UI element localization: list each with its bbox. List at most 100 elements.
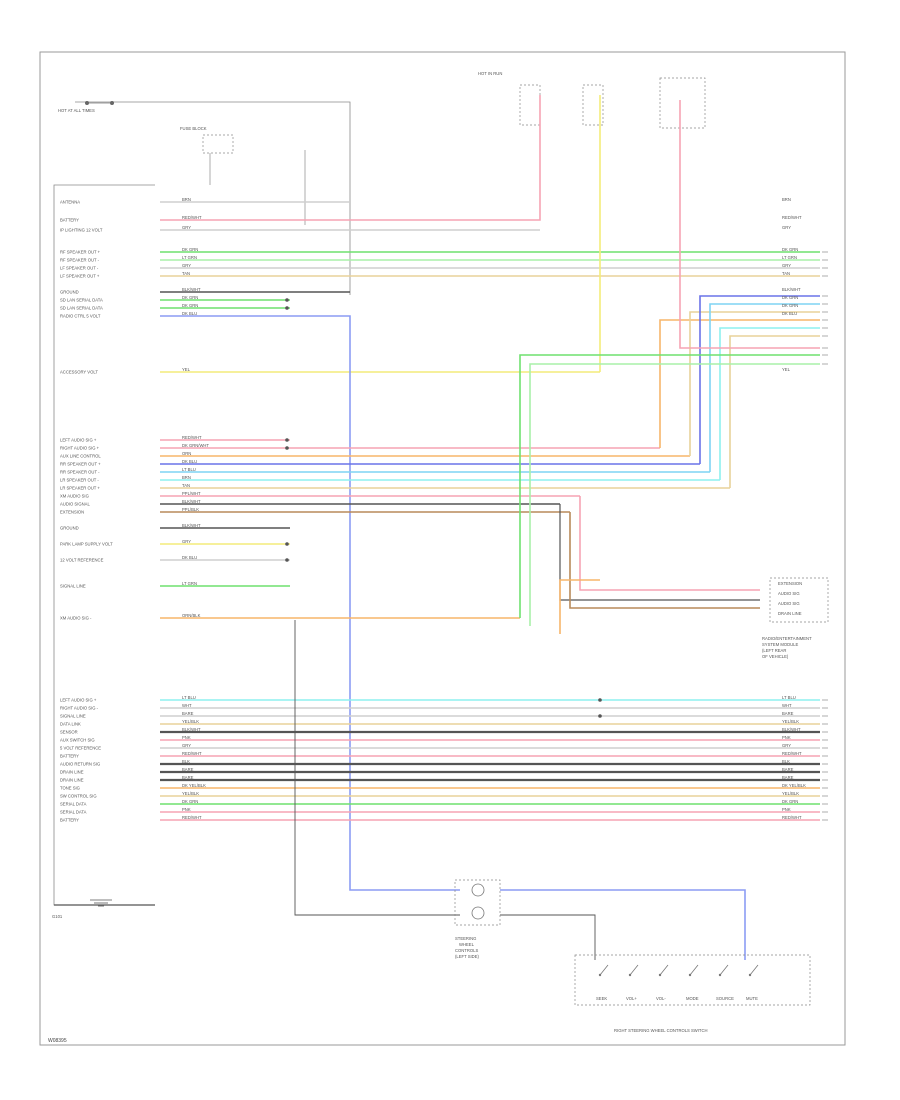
pin-label-b: RR SPEAKER OUT + <box>60 462 101 467</box>
pin-label-a: SD LAN SERIAL DATA <box>60 298 103 303</box>
switch-contact <box>629 964 639 976</box>
wire-lr-plus <box>729 335 820 488</box>
pin-label-a: BATTERY <box>60 218 79 223</box>
pin-label-a: ACCESSORY VOLT <box>60 370 98 375</box>
wire-code-b: ORN <box>182 451 191 456</box>
wire-radio-ctrl <box>340 315 460 891</box>
switch-label: SEEK <box>596 996 607 1001</box>
right-module-line-3: (LEFT REAR <box>762 648 786 653</box>
block-label-hot-at-all-times: HOT AT ALL TIMES <box>58 108 95 113</box>
pin-label-b: RR SPEAKER OUT - <box>60 470 100 475</box>
pin-label-b: EXTENSION <box>60 510 84 515</box>
figure-id: W08395 <box>48 1038 67 1044</box>
wire-code-c: RED/WHT <box>182 815 202 820</box>
splice-dot <box>285 306 289 310</box>
wire-code-c: YEL/BLK <box>182 719 199 724</box>
pin-label-a: RF SPEAKER OUT + <box>60 250 101 255</box>
wire-code-b: LT GRN <box>182 581 197 586</box>
pin-label-a: RADIO CTRL 5 VOLT <box>60 314 101 319</box>
wire-code-a: BRN <box>182 197 191 202</box>
pin-label-a: LF SPEAKER OUT - <box>60 266 99 271</box>
wire-extension <box>569 512 760 609</box>
right-module-line-4: OF VEHICLE) <box>762 654 789 659</box>
pin-label-b: 12 VOLT REFERENCE <box>60 558 104 563</box>
wire-code-right-a: YEL <box>782 367 791 372</box>
wire-code-b: DK BLU <box>182 459 197 464</box>
bottom-module-line-3: CONTROLS <box>455 948 478 953</box>
wire-code-right-a: BLK/WHT <box>782 287 801 292</box>
wire-code-c: BARE <box>182 775 194 780</box>
splice-dot <box>598 714 602 718</box>
wire-code-a: DK GRN <box>182 295 198 300</box>
right-module-pin-3: AUDIO SIG <box>778 601 800 606</box>
wire-code-b: TAN <box>182 483 190 488</box>
pin-label-a: LF SPEAKER OUT + <box>60 274 100 279</box>
wire-code-c: YEL/BLK <box>182 791 199 796</box>
splice-dot <box>285 298 289 302</box>
pin-label-b: GROUND <box>60 526 79 531</box>
wire-lr-minus <box>719 327 820 480</box>
splice-dot <box>598 698 602 702</box>
wire-code-b: DK GRN/WHT <box>182 443 209 448</box>
block-label-hot-in-run: HOT IN RUN <box>478 71 502 76</box>
pin-label-b: LEFT AUDIO SIG + <box>60 438 97 443</box>
right-module-pin-4: DRAIN LINE <box>778 611 802 616</box>
pin-label-c: SIGNAL LINE <box>60 714 86 719</box>
wire-code-right-a: GRY <box>782 263 791 268</box>
switch-contact <box>719 964 729 976</box>
wire-code-right-c: GRY <box>782 743 791 748</box>
wire-layer <box>160 95 828 960</box>
pin-label-c: LEFT AUDIO SIG + <box>60 698 97 703</box>
wire-code-right-c: DK YEL/BLK <box>782 783 806 788</box>
wire-code-a: GRY <box>182 263 191 268</box>
ground-label: G101 <box>52 914 63 919</box>
switch-label: VOL+ <box>626 996 637 1001</box>
pin-label-b: AUX LINE CONTROL <box>60 454 101 459</box>
pin-label-c: SERIAL DATA <box>60 810 87 815</box>
pin-label-c: SERIAL DATA <box>60 802 87 807</box>
splice-dot <box>285 446 289 450</box>
fuse-block <box>85 101 306 225</box>
wire-code-a: YEL <box>182 367 191 372</box>
wire-code-right-c: BARE <box>782 767 794 772</box>
pin-label-b: LR SPEAKER OUT - <box>60 478 99 483</box>
wire-xm-minus <box>529 363 820 626</box>
wire-code-b: DK BLU <box>182 555 197 560</box>
ground-symbol <box>54 899 155 907</box>
wire-code-right-c: BARE <box>782 775 794 780</box>
wire-code-right-c: YEL/BLK <box>782 791 799 796</box>
fuse-block-outline <box>75 101 351 295</box>
wire-battery-riser <box>530 95 541 221</box>
pin-label-a: GROUND <box>60 290 79 295</box>
wire-code-c: DK YEL/BLK <box>182 783 206 788</box>
right-module-pin-1: EXTENSION <box>778 581 802 586</box>
diagram-frame <box>39 51 846 1046</box>
wire-code-a: DK BLU <box>182 311 197 316</box>
wire-code-right-c: BLK <box>782 759 790 764</box>
wire-signal-line <box>519 354 820 618</box>
pin-label-a: ANTENNA <box>60 200 80 205</box>
wire-code-right-c: RED/WHT <box>782 751 802 756</box>
wire-code-right-c: WHT <box>782 703 792 708</box>
wire-code-a: BLK/WHT <box>182 287 201 292</box>
pin-label-c: 5 VOLT REFERENCE <box>60 746 101 751</box>
wire-code-c: RED/WHT <box>182 751 202 756</box>
bottom-module-line-4: (LEFT SIDE) <box>455 954 479 959</box>
pin-label-c: SW CONTROL SIG <box>60 794 97 799</box>
wire-code-c: PNK <box>182 735 191 740</box>
switch-label: VOL- <box>656 996 666 1001</box>
wire-audio-sig <box>559 504 760 601</box>
switch-contact <box>659 964 669 976</box>
pin-label-c: DRAIN LINE <box>60 770 84 775</box>
wire-drain-vertical <box>294 620 460 916</box>
steering-connectors <box>454 879 501 926</box>
pin-label-b: SIGNAL LINE <box>60 584 86 589</box>
wire-code-b: ORN/BLK <box>182 613 201 618</box>
pin-label-c: SENSOR <box>60 730 78 735</box>
switch-contact <box>599 964 609 976</box>
wire-code-b: PPL/WHT <box>182 491 201 496</box>
wire-aux-ctrl <box>689 311 820 456</box>
pin-label-a: SD LAN SERIAL DATA <box>60 306 103 311</box>
